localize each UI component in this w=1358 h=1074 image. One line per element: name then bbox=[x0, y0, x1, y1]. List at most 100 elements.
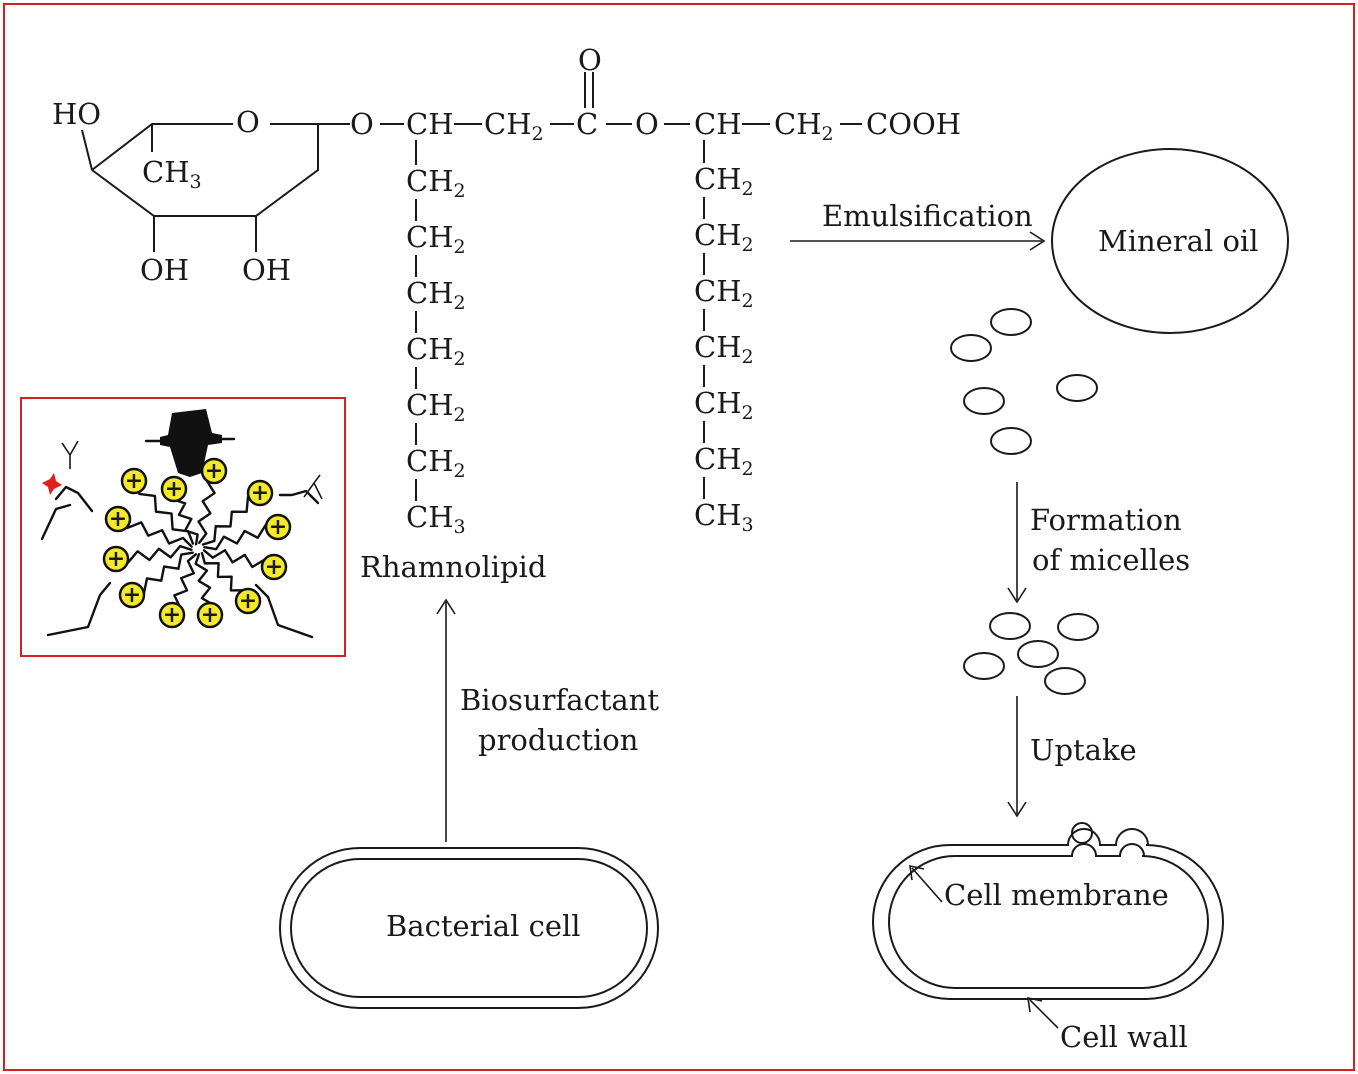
headgroup-charge: + bbox=[123, 582, 141, 608]
ho-bond bbox=[81, 129, 93, 171]
headgroup-icon: + bbox=[104, 505, 132, 533]
headgroup-circle bbox=[104, 505, 132, 533]
surfactant-tail bbox=[173, 553, 198, 609]
headgroup-icon: + bbox=[200, 457, 228, 485]
left-chain-group: CH2 bbox=[406, 276, 466, 314]
chain-ch2-b: CH2 bbox=[774, 107, 834, 145]
right-chain-group: CH2 bbox=[694, 274, 754, 312]
surfactant-tail bbox=[142, 551, 194, 594]
emulsification-label: Emulsification bbox=[822, 199, 1033, 233]
headgroup-charge: + bbox=[125, 468, 143, 494]
emulsified-droplets bbox=[950, 308, 1098, 455]
biosurfactant-step: Biosurfactant production bbox=[436, 598, 659, 842]
left-chain-group: CH2 bbox=[406, 444, 466, 482]
main-chain: O CH CH2 C O O CH CH2 COOH bbox=[350, 43, 961, 145]
micelle-illustration: ++++++++++++ bbox=[40, 409, 323, 639]
left-chain-group: CH3 bbox=[406, 500, 466, 538]
headgroup-icon: + bbox=[264, 513, 292, 541]
carboxyl-label: COOH bbox=[866, 107, 961, 141]
headgroup-charge: + bbox=[269, 514, 287, 540]
chain-ch-2: CH bbox=[694, 107, 741, 141]
headgroup-icon: + bbox=[120, 467, 148, 495]
surfactant-tail bbox=[126, 521, 193, 548]
headgroup-charge: + bbox=[163, 602, 181, 628]
bacterial-cell-inner bbox=[290, 858, 648, 998]
headgroup-circle bbox=[102, 545, 130, 573]
biosurfactant-label-line1: Biosurfactant bbox=[460, 683, 659, 717]
headgroup-circle bbox=[196, 601, 224, 629]
uptake-arrowhead bbox=[1007, 801, 1027, 818]
chain-ch-1: CH bbox=[406, 107, 453, 141]
chain-arm bbox=[54, 485, 94, 513]
surfactant-headgroups: ++++++++++++ bbox=[102, 457, 292, 629]
droplet bbox=[990, 308, 1032, 336]
headgroup-charge: + bbox=[251, 480, 269, 506]
micelle-formation-step: Formation of micelles bbox=[1007, 482, 1190, 604]
chain-arm bbox=[40, 503, 72, 541]
biosurfactant-arrowhead bbox=[436, 598, 456, 615]
headgroup-icon: + bbox=[118, 581, 146, 609]
ring-methyl-label: CH3 bbox=[142, 155, 202, 193]
micelle bbox=[963, 652, 1005, 680]
surfactant-tails bbox=[126, 479, 267, 609]
uptake-step: Uptake bbox=[1007, 696, 1137, 818]
uptake-vesicle bbox=[1071, 822, 1093, 844]
bacterial-cell-label: Bacterial cell bbox=[386, 909, 581, 943]
surfactant-tail bbox=[126, 544, 193, 564]
cell-wall-label: Cell wall bbox=[1060, 1020, 1188, 1054]
left-chain-group: CH2 bbox=[406, 164, 466, 202]
target-cell: Cell membrane Cell wall bbox=[872, 822, 1224, 1054]
chain-carbon: C bbox=[576, 107, 598, 141]
headgroup-circle bbox=[120, 467, 148, 495]
chain-oxygen-2: O bbox=[635, 107, 659, 141]
right-chain-group: CH3 bbox=[694, 498, 754, 536]
headgroup-charge: + bbox=[201, 602, 219, 628]
micelle bbox=[989, 612, 1031, 640]
surfactant-tail bbox=[200, 551, 246, 592]
chain-ch2-a: CH2 bbox=[484, 107, 544, 145]
oh-right-label: OH bbox=[242, 253, 291, 287]
ring-bond-lower bbox=[91, 123, 319, 217]
mineral-oil-droplet bbox=[1051, 148, 1289, 334]
left-chain-group: CH2 bbox=[406, 332, 466, 370]
emulsification-arrowhead bbox=[1029, 231, 1046, 251]
headgroup-circle bbox=[260, 553, 288, 581]
headgroup-charge: + bbox=[265, 554, 283, 580]
cell-membrane-label: Cell membrane bbox=[944, 878, 1169, 912]
micelle bbox=[1017, 640, 1059, 668]
surfactant-tail bbox=[197, 479, 216, 544]
micelle-cluster bbox=[963, 612, 1099, 695]
oh-left-label: OH bbox=[140, 253, 189, 287]
headgroup-circle bbox=[234, 587, 262, 615]
rhamnose-ring: HO O CH3 OH OH bbox=[52, 97, 350, 287]
cell-wall-outline bbox=[872, 828, 1224, 1000]
cell-membrane-outline bbox=[888, 843, 1209, 989]
droplet bbox=[950, 334, 992, 362]
droplet bbox=[990, 427, 1032, 455]
biosurfactant-label-line2: production bbox=[478, 723, 638, 757]
bacterial-cell: Bacterial cell bbox=[279, 847, 659, 1009]
chain-arm bbox=[278, 489, 320, 505]
anchor-icon bbox=[144, 409, 236, 477]
chain-leg bbox=[254, 583, 314, 639]
headgroup-circle bbox=[158, 601, 186, 629]
right-chain-group: CH2 bbox=[694, 386, 754, 424]
headgroup-charge: + bbox=[109, 506, 127, 532]
headgroup-charge: + bbox=[239, 588, 257, 614]
right-chain-group: CH2 bbox=[694, 218, 754, 256]
surfactant-tail bbox=[201, 495, 250, 546]
headgroup-icon: + bbox=[102, 545, 130, 573]
headgroup-circle bbox=[160, 475, 188, 503]
formation-label-line2: of micelles bbox=[1032, 543, 1190, 577]
uptake-label: Uptake bbox=[1030, 733, 1137, 767]
headgroup-icon: + bbox=[260, 553, 288, 581]
right-chain-group: CH2 bbox=[694, 330, 754, 368]
cell-wall-pointer-head bbox=[1027, 996, 1043, 1013]
headgroup-icon: + bbox=[158, 601, 186, 629]
droplet bbox=[1056, 374, 1098, 402]
headgroup-circle bbox=[264, 513, 292, 541]
chain-oxygen-1: O bbox=[350, 107, 374, 141]
